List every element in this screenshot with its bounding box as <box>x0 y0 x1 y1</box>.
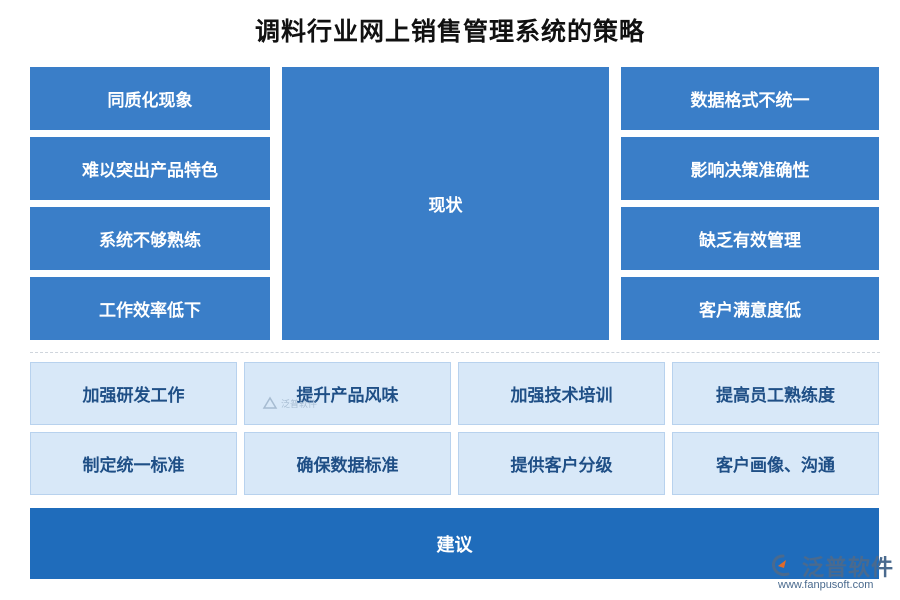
watermark: 泛普软件 <box>262 396 317 410</box>
brand-name: 泛普软件 <box>802 556 895 581</box>
suggestion-1-1: 加强研发工作 <box>30 362 237 425</box>
suggestion-1-3: 加强技术培训 <box>458 362 665 425</box>
right-item-4: 客户满意度低 <box>621 277 879 340</box>
watermark-logo-icon <box>262 396 278 409</box>
right-item-2: 影响决策准确性 <box>621 137 879 200</box>
brand-logo: 泛普软件 <box>770 550 894 582</box>
watermark-text: 泛普软件 <box>281 399 318 410</box>
page-title: 调料行业网上销售管理系统的策略 <box>254 17 645 46</box>
left-item-1: 同质化现象 <box>30 67 270 130</box>
suggestion-2-1: 制定统一标准 <box>30 432 237 495</box>
suggestion-1-2: 提升产品风味 <box>244 362 451 425</box>
suggestion-2-3: 提供客户分级 <box>458 432 665 495</box>
left-item-4: 工作效率低下 <box>30 277 270 340</box>
left-item-2: 难以突出产品特色 <box>30 137 270 200</box>
right-item-3: 缺乏有效管理 <box>621 207 879 270</box>
status-center-box: 现状 <box>282 67 609 340</box>
left-item-3: 系统不够熟练 <box>30 207 270 270</box>
dashed-divider <box>30 352 880 353</box>
suggestion-2-2: 确保数据标准 <box>244 432 451 495</box>
suggestion-1-4: 提高员工熟练度 <box>672 362 879 425</box>
brand-url: www.fanpusoft.com <box>778 579 874 591</box>
suggestion-bar: 建议 <box>30 508 879 579</box>
right-item-1: 数据格式不统一 <box>621 67 879 130</box>
brand-logo-icon <box>772 554 790 577</box>
suggestion-2-4: 客户画像、沟通 <box>672 432 879 495</box>
